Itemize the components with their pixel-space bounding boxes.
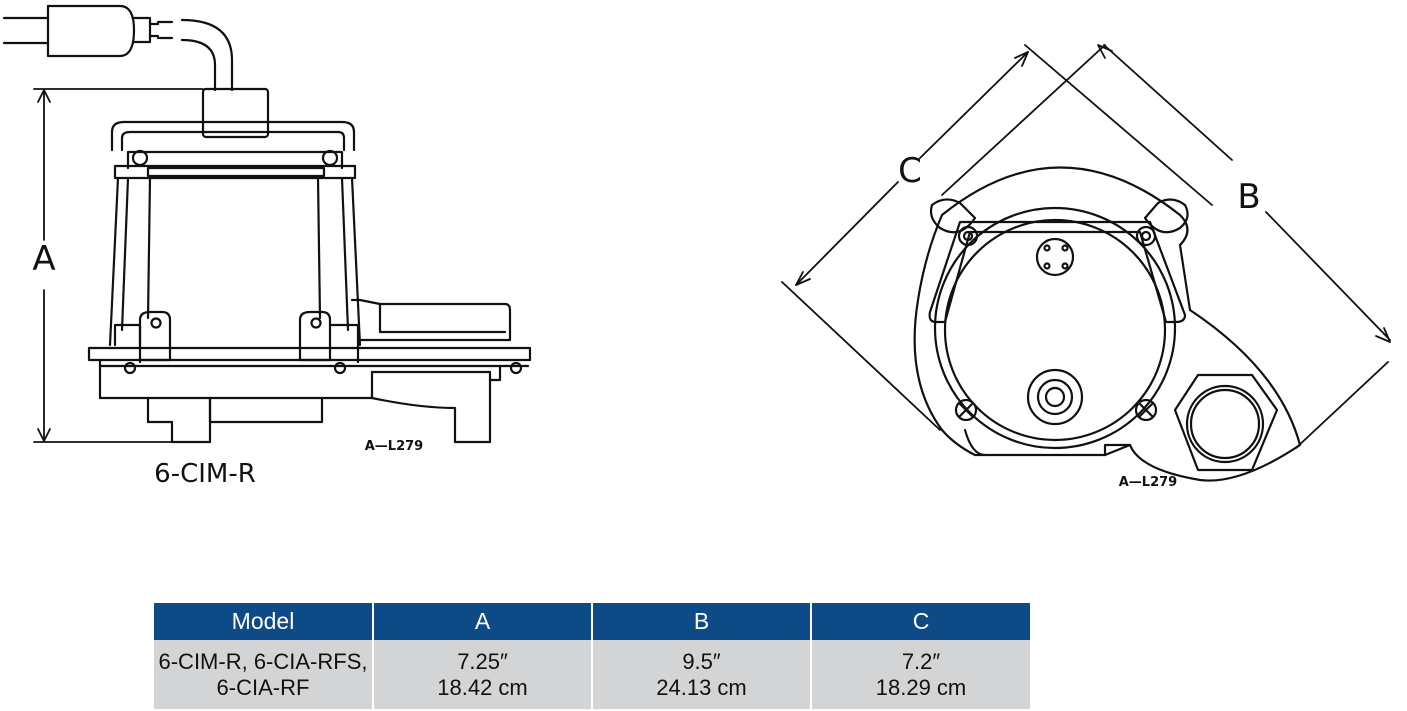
b-centimeters: 24.13 cm — [656, 674, 747, 700]
pump-top-view — [781, 44, 1391, 482]
dimension-label-a: A — [32, 239, 55, 279]
dimensions-table: Model A B C 6-CIM-R, 6-CIA-RFS, 6-CIA-RF… — [154, 603, 1030, 709]
cell-model: 6-CIM-R, 6-CIA-RFS, 6-CIA-RF — [154, 640, 374, 709]
model-caption: 6-CIM-R — [154, 459, 256, 489]
header-a: A — [373, 603, 593, 640]
a-inches: 7.25″ — [457, 648, 508, 674]
cell-b: 9.5″ 24.13 cm — [592, 640, 812, 709]
drawing-number-side: A—L279 — [365, 439, 423, 454]
pump-side-view — [2, 4, 532, 444]
dimension-line-c — [781, 44, 1391, 449]
cell-a: 7.25″ 18.42 cm — [373, 640, 593, 709]
power-plug-icon — [2, 4, 160, 58]
dimension-label-b: B — [1237, 177, 1260, 217]
power-cord — [156, 18, 234, 92]
a-centimeters: 18.42 cm — [437, 674, 528, 700]
cell-c: 7.2″ 18.29 cm — [811, 640, 1030, 709]
c-centimeters: 18.29 cm — [875, 674, 967, 700]
table-row: 6-CIM-R, 6-CIA-RFS, 6-CIA-RF 7.25″ 18.42… — [154, 640, 1030, 709]
drawing-number-top: A—L279 — [1119, 475, 1177, 490]
dimension-line-a — [33, 88, 204, 443]
header-model: Model — [154, 603, 374, 640]
c-inches: 7.2″ — [901, 648, 941, 674]
table-header-row: Model A B C — [154, 603, 1030, 640]
header-b: B — [592, 603, 812, 640]
dimension-label-c: C — [898, 151, 922, 191]
header-c: C — [811, 603, 1030, 640]
b-inches: 9.5″ — [682, 648, 721, 674]
model-line-1: 6-CIM-R, 6-CIA-RFS, — [158, 648, 368, 674]
model-line-2: 6-CIA-RF — [216, 674, 310, 700]
